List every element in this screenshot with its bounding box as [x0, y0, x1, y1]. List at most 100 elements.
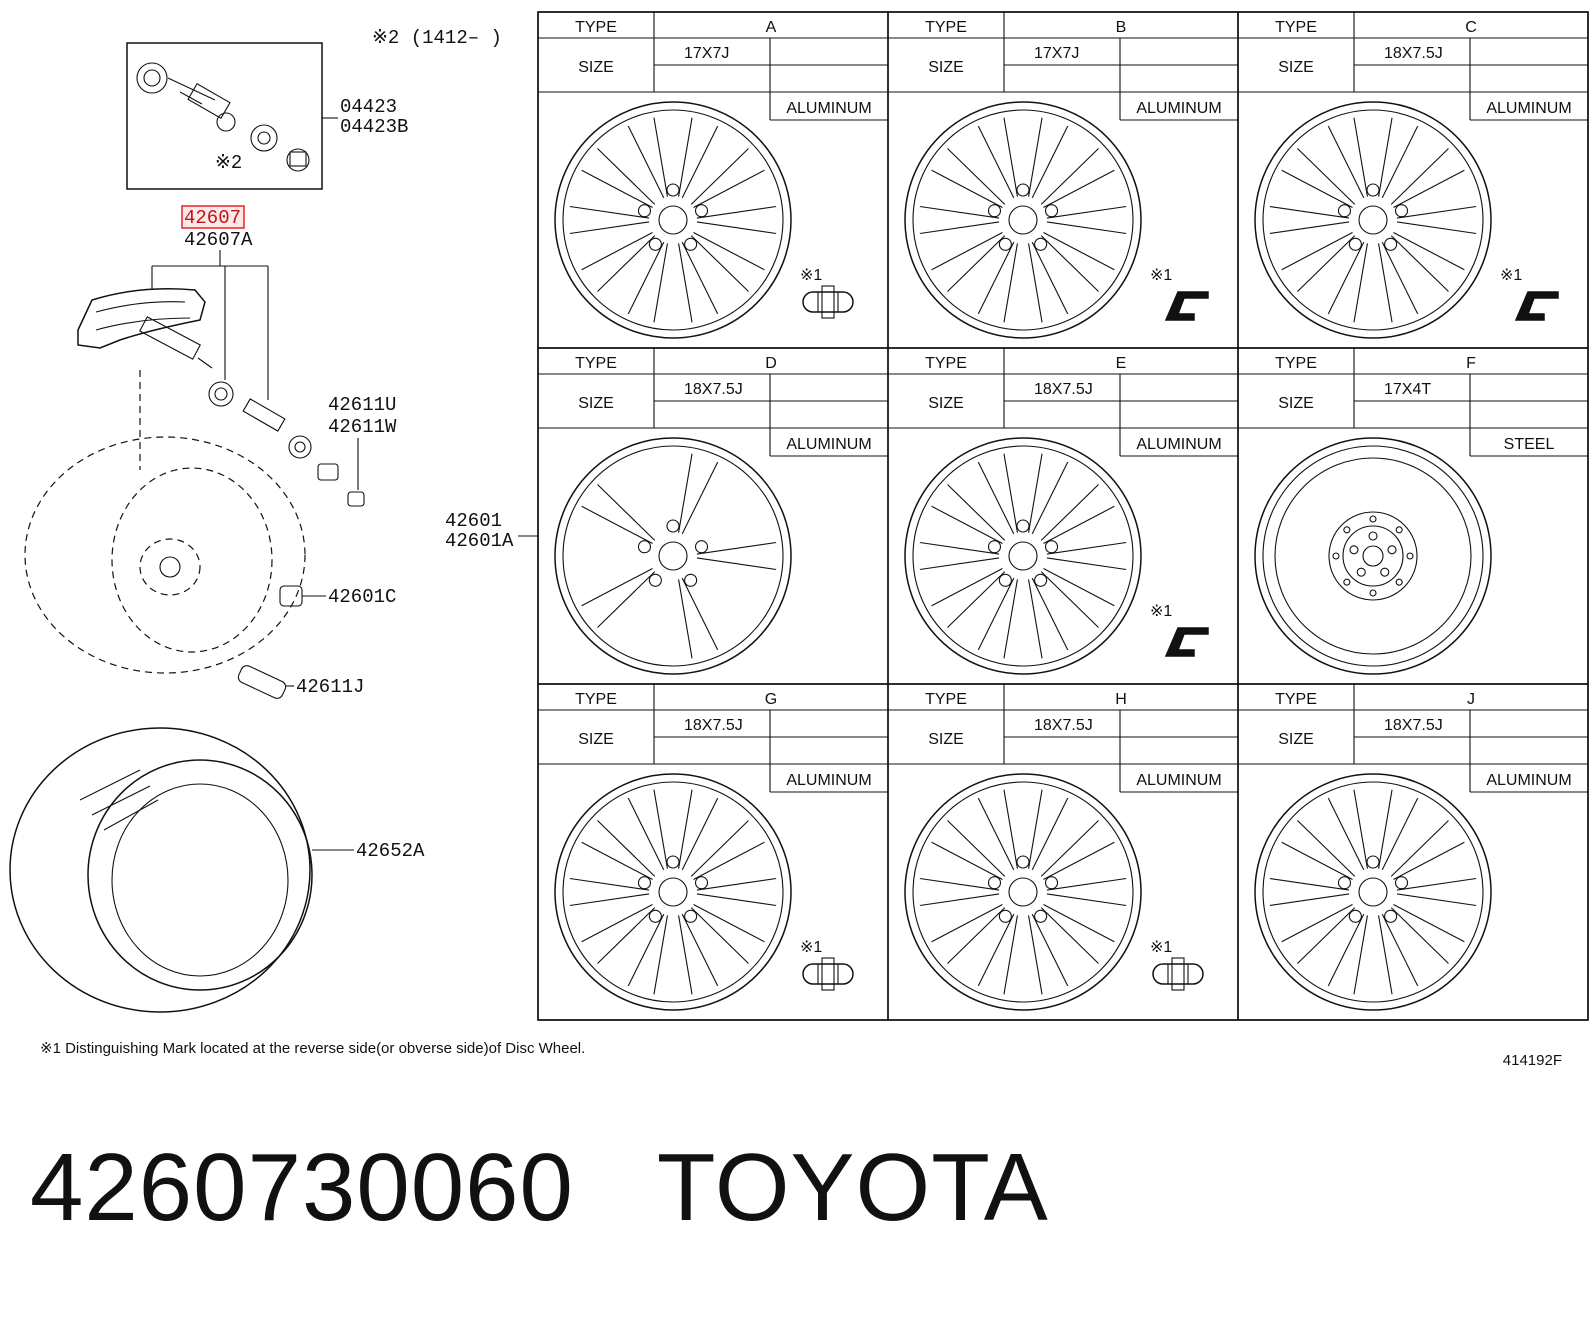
- material-value: ALUMINUM: [1136, 436, 1221, 453]
- valve-cap-icon: [279, 585, 326, 607]
- type-header: TYPE: [925, 19, 967, 36]
- brand-name: TOYOTA: [656, 1134, 1049, 1241]
- size-header: SIZE: [578, 59, 614, 76]
- size-value: 17X4T: [1384, 381, 1431, 398]
- size-value: 18X7.5J: [684, 381, 743, 398]
- wheel-dashed-icon: [24, 436, 306, 674]
- type-value: D: [765, 355, 777, 372]
- size-header: SIZE: [928, 59, 964, 76]
- material-value: ALUMINUM: [1136, 100, 1221, 117]
- wheel-c-icon: [1254, 101, 1492, 339]
- wheel-cell-g[interactable]: TYPE G SIZE 18X7.5J ALUMINUM ※1: [537, 683, 889, 1021]
- type-header: TYPE: [925, 355, 967, 372]
- figure-code: 414192F: [1502, 1052, 1562, 1069]
- mark-label: ※1: [1150, 939, 1172, 956]
- valve-parts-icon: [208, 381, 365, 507]
- size-value: 18X7.5J: [1034, 381, 1093, 398]
- wheel-e-icon: [904, 437, 1142, 675]
- size-header: SIZE: [578, 395, 614, 412]
- wheel-cell-j[interactable]: TYPE J SIZE 18X7.5J ALUMINUM: [1237, 683, 1589, 1021]
- part-label-42652a[interactable]: 42652A: [356, 840, 425, 862]
- part-label-42611w[interactable]: 42611W: [328, 416, 397, 438]
- part-label-42611u[interactable]: 42611U: [328, 394, 396, 416]
- size-value: 18X7.5J: [1384, 45, 1443, 62]
- wheel-cell-e[interactable]: TYPE E SIZE 18X7.5J ALUMINUM ※1: [887, 347, 1239, 685]
- bracket-icon: [1514, 291, 1559, 321]
- wheel-cell-b[interactable]: TYPE B SIZE 17X7J ALUMINUM ※1: [887, 11, 1239, 349]
- pill-icon: [1152, 957, 1204, 991]
- type-value: G: [765, 691, 777, 708]
- valve-kit-group: ※2: [126, 42, 338, 190]
- part-label-42607a[interactable]: 42607A: [184, 229, 253, 251]
- mark-label: ※1: [1150, 603, 1172, 620]
- wheel-f-icon: [1254, 437, 1492, 675]
- part-label-42601[interactable]: 42601: [445, 510, 502, 532]
- wheel-cell-h[interactable]: TYPE H SIZE 18X7.5J ALUMINUM ※1: [887, 683, 1239, 1021]
- bracket-icon: [1164, 291, 1209, 321]
- tire-icon: [9, 727, 354, 1013]
- wheel-g-icon: [554, 773, 792, 1011]
- type-header: TYPE: [1275, 19, 1317, 36]
- tpms-sensor-icon: [77, 288, 213, 470]
- material-value: ALUMINUM: [1136, 772, 1221, 789]
- type-value: C: [1465, 19, 1477, 36]
- material-value: ALUMINUM: [786, 772, 871, 789]
- type-header: TYPE: [925, 691, 967, 708]
- wheel-j-icon: [1254, 773, 1492, 1011]
- size-value: 18X7.5J: [1384, 717, 1443, 734]
- size-value: 17X7J: [1034, 45, 1079, 62]
- size-value: 17X7J: [684, 45, 729, 62]
- size-header: SIZE: [1278, 59, 1314, 76]
- material-value: ALUMINUM: [786, 100, 871, 117]
- wheel-cell-a[interactable]: TYPE A SIZE 17X7J ALUMINUM ※1: [537, 11, 889, 349]
- type-header: TYPE: [1275, 355, 1317, 372]
- highlight-box: [181, 205, 245, 229]
- type-value: H: [1115, 691, 1127, 708]
- bracket-icon: [1164, 627, 1209, 657]
- pill-icon: [802, 285, 854, 319]
- valve-mark: ※2: [215, 152, 242, 174]
- mark-label: ※1: [800, 267, 822, 284]
- part-label-42601a[interactable]: 42601A: [445, 530, 514, 552]
- part-label-04423b[interactable]: 04423B: [340, 116, 408, 138]
- part-number-title: 4260730060 TOYOTA: [30, 1140, 1049, 1236]
- footnote: ※1 Distinguishing Mark located at the re…: [40, 1040, 586, 1057]
- part-label-42611j[interactable]: 42611J: [296, 676, 364, 698]
- size-header: SIZE: [928, 395, 964, 412]
- part-number: 4260730060: [30, 1134, 574, 1241]
- material-value: ALUMINUM: [1486, 772, 1571, 789]
- size-value: 18X7.5J: [1034, 717, 1093, 734]
- part-label-04423[interactable]: 04423: [340, 96, 397, 118]
- wheel-h-icon: [904, 773, 1142, 1011]
- type-value: J: [1467, 691, 1475, 708]
- note-top: ※2 (1412– ): [372, 27, 502, 49]
- type-value: A: [766, 19, 777, 36]
- wheel-a-icon: [554, 101, 792, 339]
- size-header: SIZE: [928, 731, 964, 748]
- type-value: B: [1116, 19, 1127, 36]
- wheel-b-icon: [904, 101, 1142, 339]
- wheel-d-icon: [554, 437, 792, 675]
- part-label-42601c[interactable]: 42601C: [328, 586, 396, 608]
- part-label-42607[interactable]: 42607: [184, 207, 241, 229]
- material-value: ALUMINUM: [1486, 100, 1571, 117]
- mark-label: ※1: [1150, 267, 1172, 284]
- type-header: TYPE: [1275, 691, 1317, 708]
- sensor-leader-lines: [151, 250, 269, 400]
- material-value: STEEL: [1504, 436, 1555, 453]
- pill-icon: [802, 957, 854, 991]
- size-value: 18X7.5J: [684, 717, 743, 734]
- type-header: TYPE: [575, 691, 617, 708]
- size-header: SIZE: [1278, 731, 1314, 748]
- valve-stem-icon: [237, 665, 294, 699]
- type-header: TYPE: [575, 355, 617, 372]
- mark-label: ※1: [800, 939, 822, 956]
- type-header: TYPE: [575, 19, 617, 36]
- size-header: SIZE: [578, 731, 614, 748]
- type-value: E: [1116, 355, 1127, 372]
